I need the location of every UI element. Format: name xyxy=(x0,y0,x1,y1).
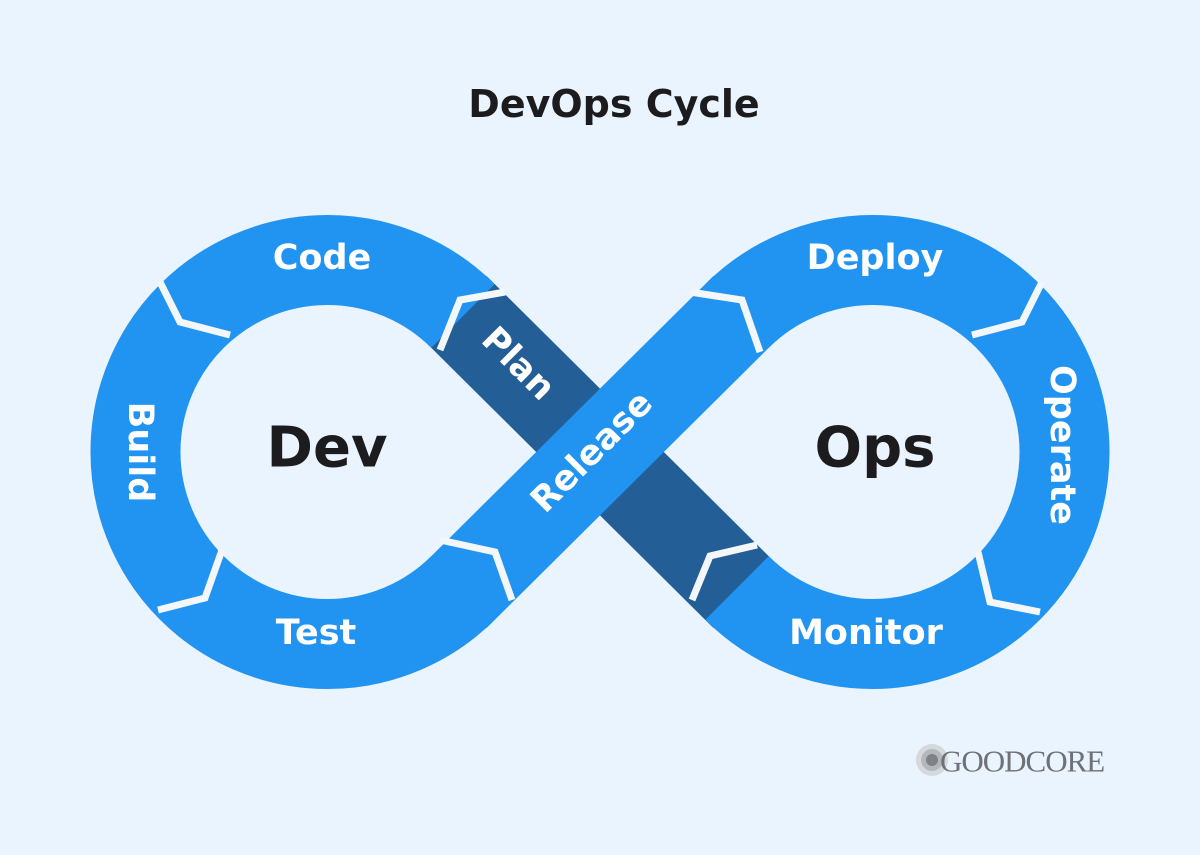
separator-release-deploy xyxy=(689,288,764,354)
stage-test: Test xyxy=(276,613,357,653)
logo-text: GOODCORE xyxy=(940,744,1104,779)
release-band xyxy=(423,276,777,628)
dev-ring xyxy=(90,215,495,689)
stage-deploy: Deploy xyxy=(807,238,944,278)
stage-monitor: Monitor xyxy=(789,613,944,653)
stage-code: Code xyxy=(273,238,372,278)
separator-operate-monitor xyxy=(974,551,1041,616)
separator-deploy-operate xyxy=(971,280,1046,339)
ops-ring xyxy=(705,215,1110,689)
stage-separators xyxy=(156,280,1046,616)
separator-build-test xyxy=(157,548,226,614)
separator-code-build xyxy=(156,280,231,339)
separator-code-plan xyxy=(436,288,506,352)
goodcore-logo: GOODCORE xyxy=(916,744,1105,779)
stage-operate: Operate xyxy=(1042,365,1082,525)
center-dev: Dev xyxy=(267,416,388,481)
separator-monitor-plan xyxy=(688,541,758,602)
diagram-title: DevOps Cycle xyxy=(468,82,759,126)
separator-test-release xyxy=(439,536,516,602)
center-ops: Ops xyxy=(814,416,935,481)
stage-build: Build xyxy=(120,402,160,503)
